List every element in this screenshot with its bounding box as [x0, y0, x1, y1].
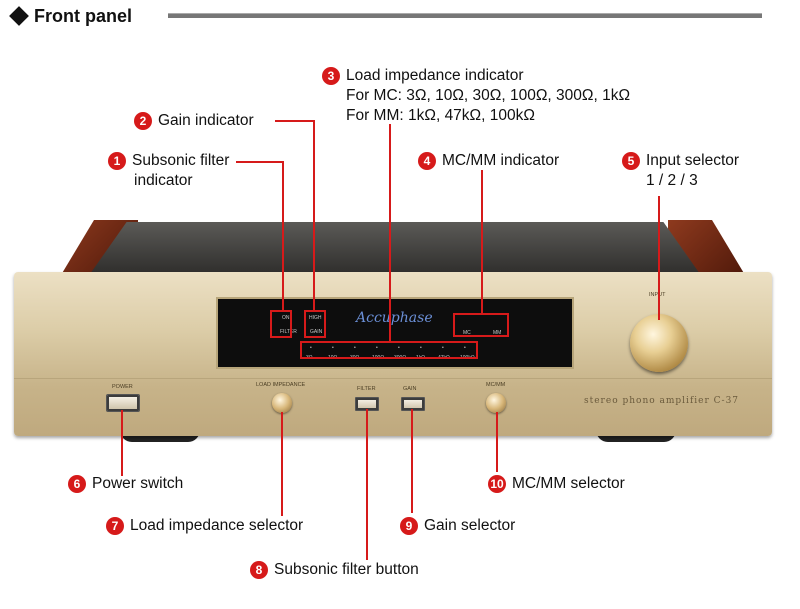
leader-2-h — [275, 120, 315, 122]
callout-8-text: Subsonic filter button — [274, 561, 419, 578]
callout-number: 2 — [134, 112, 152, 130]
leader-9-v — [411, 409, 413, 513]
gain-indicator-box — [304, 310, 326, 338]
callout-number: 1 — [108, 152, 126, 170]
callout-1-line-1: Subsonic filter — [132, 152, 230, 169]
impedance-dot: • — [332, 345, 334, 351]
header-rule — [168, 13, 762, 18]
mcmm-panel-label: MC/MM — [486, 382, 506, 388]
callout-10: 10 MC/MM selector — [488, 474, 625, 494]
section-title: Front panel — [34, 5, 132, 26]
mc-text: MC — [463, 330, 471, 336]
power-label: POWER — [112, 384, 133, 390]
leader-4-v — [481, 170, 483, 314]
filter-on-text: ON — [282, 315, 290, 321]
impedance-dot: • — [420, 345, 422, 351]
callout-3-line-1: Load impedance indicator — [346, 67, 524, 84]
callout-6: 6 Power switch — [68, 474, 183, 494]
callout-3: 3 Load impedance indicator For MC: 3Ω, 1… — [322, 66, 630, 126]
brand-logo: Accuphase — [356, 310, 433, 326]
callout-5-line-2: 1 / 2 / 3 — [646, 172, 698, 189]
callout-3-line-2: For MC: 3Ω, 10Ω, 30Ω, 100Ω, 300Ω, 1kΩ — [346, 87, 631, 104]
callout-3-line-3: For MM: 1kΩ, 47kΩ, 100kΩ — [346, 107, 535, 124]
callout-2: 2 Gain indicator — [134, 111, 254, 131]
callout-2-text: Gain indicator — [158, 112, 254, 129]
leader-7-v — [281, 412, 283, 516]
model-label: stereo phono amplifier C-37 — [584, 396, 740, 406]
callout-9-text: Gain selector — [424, 517, 516, 534]
callout-number: 6 — [68, 475, 86, 493]
callout-number: 9 — [400, 517, 418, 535]
callout-number: 10 — [488, 475, 506, 493]
callout-4: 4 MC/MM indicator — [418, 151, 559, 171]
leader-1-h — [236, 161, 284, 163]
callout-5: 5 Input selector 1 / 2 / 3 — [622, 151, 739, 191]
mcmm-indicator-box — [453, 313, 509, 337]
impedance-dot: • — [464, 345, 466, 351]
load-impedance-label: LOAD IMPEDANCE — [256, 382, 306, 388]
leader-2-v — [313, 120, 315, 311]
gain-text: GAIN — [310, 329, 323, 335]
callout-number: 3 — [322, 67, 340, 85]
gain-panel-label: GAIN — [403, 386, 417, 392]
mcmm-knob[interactable] — [486, 393, 506, 413]
impedance-dot: • — [398, 345, 400, 351]
leader-5-v — [658, 196, 660, 320]
impedance-dot: • — [310, 345, 312, 351]
callout-10-text: MC/MM selector — [512, 475, 625, 492]
power-switch[interactable] — [106, 394, 140, 412]
callout-number: 5 — [622, 152, 640, 170]
callout-number: 7 — [106, 517, 124, 535]
callout-8: 8 Subsonic filter button — [250, 560, 419, 580]
callout-4-text: MC/MM indicator — [442, 152, 560, 169]
load-impedance-knob[interactable] — [272, 393, 292, 413]
impedance-dot: • — [442, 345, 444, 351]
callout-number: 8 — [250, 561, 268, 579]
mm-text: MM — [493, 330, 502, 336]
leader-10-v — [496, 412, 498, 472]
display-window: ON FILTER HIGH GAIN MC MM •3Ω•10Ω•30Ω•10… — [216, 297, 574, 369]
filter-indicator-box — [270, 310, 292, 338]
callout-9: 9 Gain selector — [400, 516, 515, 536]
leader-1-v — [282, 161, 284, 311]
input-selector-knob[interactable] — [630, 314, 688, 372]
filter-panel-label: FILTER — [357, 386, 376, 392]
callout-1: 1 Subsonic filter indicator — [108, 151, 229, 191]
callout-6-text: Power switch — [92, 475, 184, 492]
leader-6-v — [121, 410, 123, 476]
diamond-icon — [9, 6, 29, 26]
amplifier-top-cover — [90, 222, 700, 274]
leader-3-v — [389, 124, 391, 342]
section-header: Front panel — [6, 4, 132, 28]
panel-divider — [14, 378, 772, 379]
leader-8-v — [366, 409, 368, 560]
callout-7: 7 Load impedance selector — [106, 516, 303, 536]
callout-7-text: Load impedance selector — [130, 517, 304, 534]
impedance-indicator-box — [300, 341, 478, 359]
gain-high-text: HIGH — [309, 315, 322, 321]
gain-button[interactable] — [401, 397, 425, 411]
filter-text: FILTER — [280, 329, 297, 335]
callout-1-line-2: indicator — [134, 172, 193, 189]
impedance-dot: • — [376, 345, 378, 351]
impedance-dot: • — [354, 345, 356, 351]
input-label: INPUT — [649, 292, 666, 298]
callout-number: 4 — [418, 152, 436, 170]
callout-5-line-1: Input selector — [646, 152, 740, 169]
